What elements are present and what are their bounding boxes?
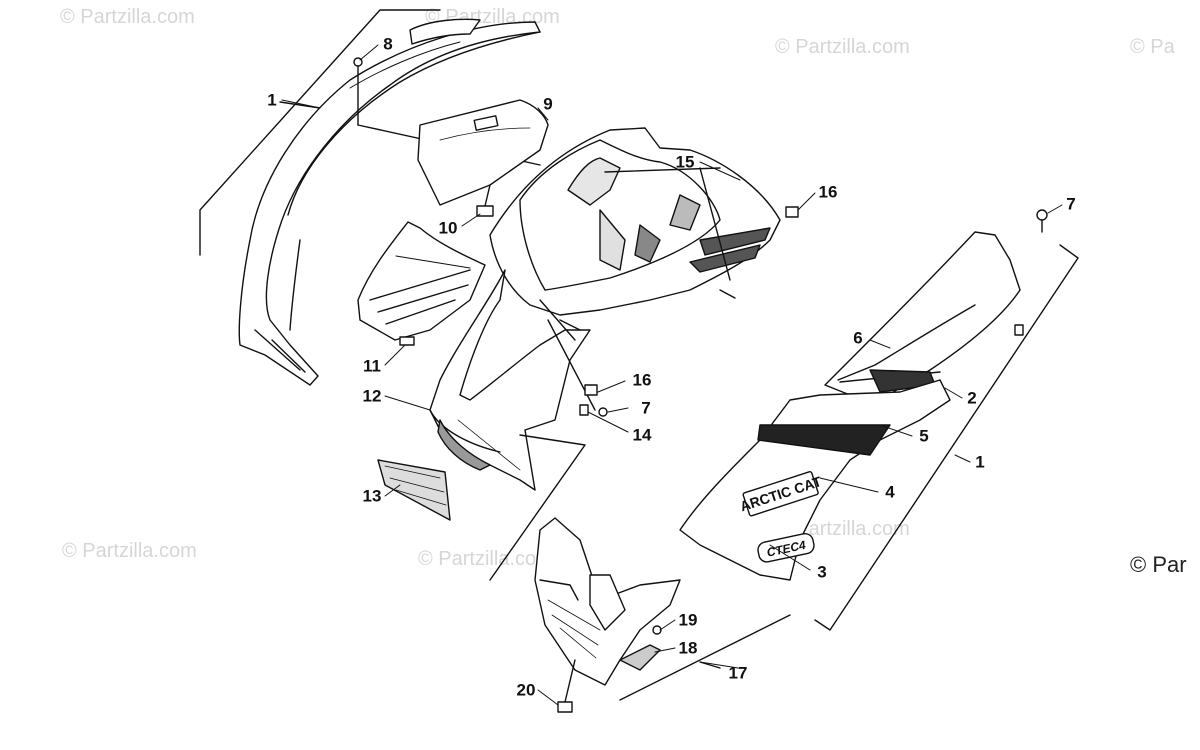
callout-number: 4 bbox=[885, 482, 895, 502]
watermark-text: © Partzilla.com bbox=[775, 36, 910, 58]
callout-number: 16 bbox=[818, 182, 838, 202]
clip-part bbox=[476, 184, 494, 217]
watermark-text: © Par bbox=[1130, 552, 1187, 577]
callout-number: 12 bbox=[362, 386, 382, 406]
watermark-text: © Pa bbox=[1130, 36, 1175, 58]
callout-number: 1 bbox=[267, 90, 277, 110]
callout-number: 5 bbox=[919, 426, 929, 446]
callout-number: 7 bbox=[1066, 194, 1076, 214]
callout-number: 20 bbox=[516, 680, 536, 700]
watermark-text: © Partzilla.com bbox=[60, 6, 195, 28]
grille-part bbox=[377, 459, 451, 521]
side-panel-part: ARCTIC CAT CTEC4 bbox=[679, 209, 1048, 581]
fastener-group bbox=[579, 206, 799, 417]
panel-part bbox=[417, 99, 549, 206]
callout-number: 19 bbox=[678, 610, 698, 630]
callout-number: 1 bbox=[975, 452, 985, 472]
callout-number: 15 bbox=[675, 152, 695, 172]
callout-number: 17 bbox=[728, 663, 748, 683]
watermark-text: © Partzilla.com bbox=[62, 540, 197, 562]
windshield-part bbox=[238, 18, 541, 386]
hood-part bbox=[429, 127, 781, 491]
callout-number: 2 bbox=[967, 388, 977, 408]
lower-panel-part bbox=[534, 517, 681, 713]
callout-number: 11 bbox=[363, 356, 381, 376]
callout-number: 10 bbox=[438, 218, 458, 238]
group-bracket-right bbox=[814, 244, 1079, 631]
callout-number: 18 bbox=[678, 638, 698, 658]
callout-number: 6 bbox=[853, 328, 863, 348]
callout-number: 7 bbox=[641, 398, 651, 418]
callout-number: 9 bbox=[543, 94, 553, 114]
callout-number: 3 bbox=[817, 562, 827, 582]
callout-number: 16 bbox=[632, 370, 652, 390]
callout-number: 13 bbox=[362, 486, 382, 506]
vent-part bbox=[357, 221, 486, 346]
callout-number: 14 bbox=[632, 425, 652, 445]
leader-lines bbox=[281, 44, 1063, 706]
callout-number: 8 bbox=[383, 34, 393, 54]
watermark-text: © Partzilla.com bbox=[418, 548, 553, 570]
